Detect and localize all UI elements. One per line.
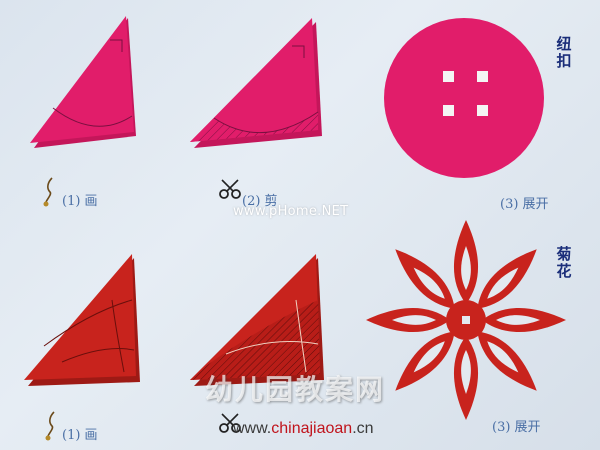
site-url-prefix: www. xyxy=(233,420,272,437)
button-step2-cut-paper xyxy=(190,18,322,148)
pencil-icon xyxy=(43,177,53,207)
button-hole xyxy=(477,71,488,82)
phome-watermark: www.pHome.NET xyxy=(233,204,349,219)
pencil-icon xyxy=(45,411,55,441)
button-unfolded xyxy=(384,18,544,178)
site-url-highlight: chinajiaoan xyxy=(271,420,353,437)
step3-caption-button: (3) 展开 xyxy=(500,197,549,212)
step1-caption-chrysanthemum: (1) 画 xyxy=(62,428,98,443)
button-hole xyxy=(443,105,454,116)
chrysanthemum-title: 菊花 xyxy=(556,245,572,280)
step2-caption-button: (2) 剪 xyxy=(242,194,278,209)
button-title: 纽扣 xyxy=(556,35,572,70)
button-step1-folded-paper xyxy=(30,16,136,148)
kindergarten-watermark: 幼儿园教案网 xyxy=(205,373,386,406)
step1-caption-button: (1) 画 xyxy=(62,194,98,209)
button-hole xyxy=(477,105,488,116)
chrysanthemum-step1-folded-paper xyxy=(24,254,140,386)
chrysanthemum-unfolded xyxy=(366,220,566,420)
chrysanthemum-step2-cut-paper xyxy=(190,254,324,386)
scissors-icon xyxy=(219,413,241,433)
scissors-icon xyxy=(219,179,241,199)
site-url-suffix: .cn xyxy=(352,420,374,437)
button-hole xyxy=(443,71,454,82)
step3-caption-chrysanthemum: (3) 展开 xyxy=(492,420,541,435)
site-url-watermark: www.chinajiaoan.cn xyxy=(233,420,374,438)
